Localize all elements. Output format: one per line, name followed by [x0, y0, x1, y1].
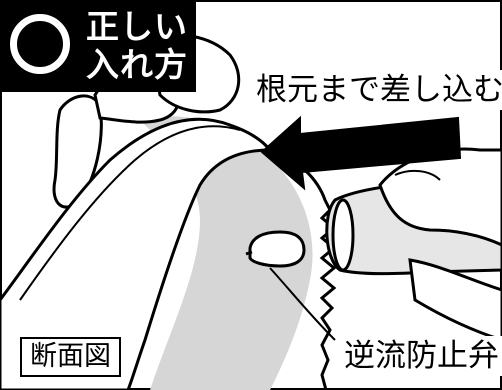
- body-inner-line: [19, 125, 241, 301]
- badge-text: 正しい 入れ方: [86, 8, 194, 84]
- shade-area: [140, 116, 313, 390]
- badge-line-2: 入れ方: [86, 45, 188, 84]
- right-hand-fold: [394, 169, 441, 181]
- valve-leader-line: [269, 267, 336, 341]
- insert-instruction-label: 根元まで差し込む: [252, 70, 502, 110]
- circle-ok-icon: [10, 14, 70, 74]
- badge-line-1: 正しい: [86, 7, 188, 46]
- section-view-tag: 断面図: [20, 337, 121, 377]
- valve-label: 逆流防止弁: [340, 336, 502, 376]
- insert-arrow-icon: [260, 115, 462, 191]
- correct-method-badge: 正しい 入れ方: [0, 0, 196, 92]
- valve-nub: [245, 250, 253, 256]
- right-hand-lower: [408, 258, 502, 342]
- backflow-valve: [248, 230, 306, 268]
- tube-tip: [331, 198, 355, 272]
